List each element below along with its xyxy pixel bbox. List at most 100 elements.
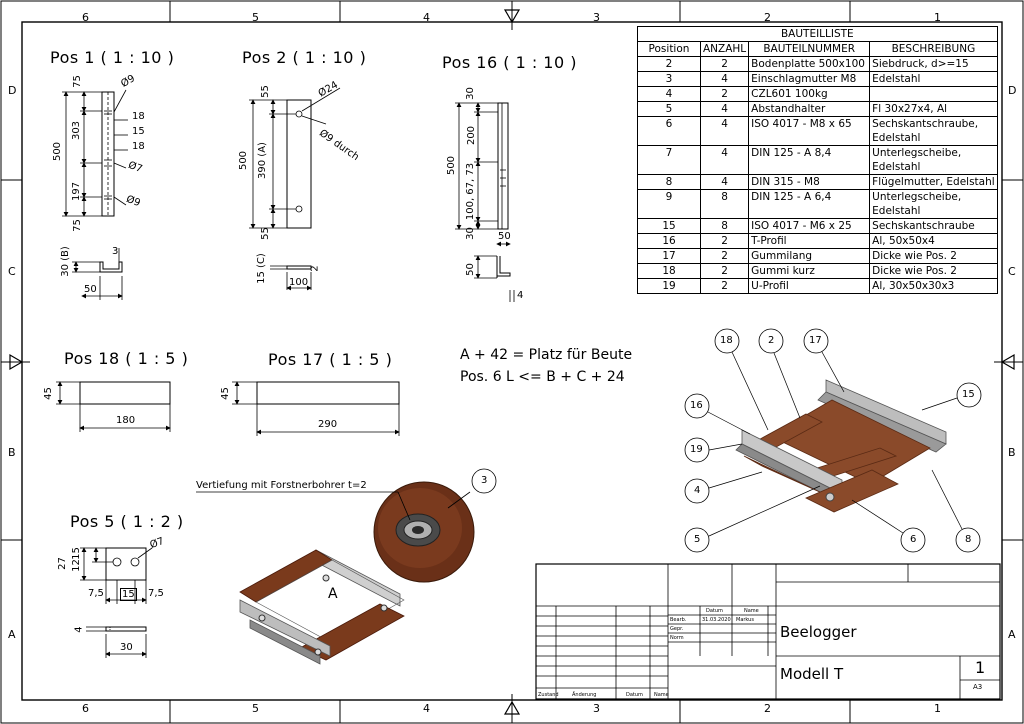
bom-cell-beschreibung: Fl 30x27x4, Al xyxy=(869,101,998,117)
bom-desc-line: Sechskantschraube, xyxy=(872,118,979,130)
balloon-4: 4 xyxy=(694,485,701,496)
bom-desc-line: Unterlegscheibe, xyxy=(872,147,962,159)
detail-3-view xyxy=(196,481,475,583)
bom-cell-anzahl: 8 xyxy=(699,189,750,219)
pos2-dim-100: 100 xyxy=(289,277,309,288)
zone-left-c: C xyxy=(8,265,16,278)
pos1-dim-75a: 75 xyxy=(71,75,83,88)
pos1-title: Pos 1 ( 1 : 10 ) xyxy=(50,48,175,67)
bom-table: BAUTEILLISTE Position ANZAHL BAUTEILNUMM… xyxy=(637,26,998,294)
pos5-dim-75a: 7,5 xyxy=(88,588,104,599)
bom-cell-beschreibung: Al, 30x50x30x3 xyxy=(869,278,998,294)
balloon-19: 19 xyxy=(690,444,703,455)
bom-cell-bauteilnummer: ISO 4017 - M6 x 25 xyxy=(748,218,871,234)
zone-bottom-1: 1 xyxy=(934,702,941,715)
bom-header-bauteilnummer: BAUTEILNUMMER xyxy=(748,41,871,57)
pos1-dim-50: 50 xyxy=(84,284,97,295)
pos17-dim-w: 290 xyxy=(318,419,338,430)
vertiefung-note: Vertiefung mit Forstnerbohrer t=2 xyxy=(196,480,367,491)
title-block-lines xyxy=(535,563,1001,700)
zone-right-a: A xyxy=(1008,628,1016,641)
zone-top-2: 2 xyxy=(764,11,771,24)
pos1-dim-75b: 75 xyxy=(71,219,83,232)
zone-right-b: B xyxy=(1008,446,1016,459)
pos18-dim-h: 45 xyxy=(42,387,54,400)
bom-cell-bauteilnummer: U-Profil xyxy=(748,278,871,294)
pos1-dim-197: 197 xyxy=(71,181,83,202)
tb-zustand-label: Zustand xyxy=(538,692,559,698)
pos5-view xyxy=(80,547,153,658)
pos2-view xyxy=(249,87,341,291)
balloon-15: 15 xyxy=(962,389,975,400)
tb-subtitle: Modell T xyxy=(780,665,844,683)
pos5-dim-75b: 7,5 xyxy=(148,588,164,599)
bom-header-beschreibung: BESCHREIBUNG xyxy=(869,41,998,57)
pos16-view xyxy=(455,102,515,302)
assembly-exploded-view xyxy=(735,379,947,513)
pos2-dim-55a: 55 xyxy=(259,85,271,98)
balloon-3: 3 xyxy=(481,475,488,486)
formula-platz: A + 42 = Platz für Beute xyxy=(460,347,633,363)
bom-cell-beschreibung: Unterlegscheibe,Edelstahl xyxy=(869,189,998,219)
balloon-17: 17 xyxy=(809,335,822,346)
bom-cell-beschreibung: Dicke wie Pos. 2 xyxy=(869,263,998,279)
balloon-8: 8 xyxy=(965,534,972,545)
bom-cell-bauteilnummer: ISO 4017 - M8 x 65 xyxy=(748,116,871,146)
bom-cell-beschreibung: Dicke wie Pos. 2 xyxy=(869,248,998,264)
bom-desc-line: Siebdruck, d>=15 xyxy=(872,58,969,70)
pos18-title: Pos 18 ( 1 : 5 ) xyxy=(64,349,189,368)
pos18-dim-w: 180 xyxy=(116,415,136,426)
bom-desc-line: Fl 30x27x4, Al xyxy=(872,103,948,115)
pos2-dim-15c: 15 (C) xyxy=(255,253,267,284)
pos1-dim-18b: 18 xyxy=(132,141,145,152)
bom-desc-line: Edelstahl xyxy=(872,161,921,173)
pos16-title: Pos 16 ( 1 : 10 ) xyxy=(442,53,577,72)
zone-bottom-3: 3 xyxy=(593,702,600,715)
zone-left-b: B xyxy=(8,446,16,459)
pos16-dim-67: 100, 67, 73 xyxy=(465,162,477,221)
pos1-dim-3: 3 xyxy=(112,246,119,257)
zone-bottom-2: 2 xyxy=(764,702,771,715)
tb-datum-label: Datum xyxy=(706,608,723,614)
pos17-title: Pos 17 ( 1 : 5 ) xyxy=(268,350,393,369)
pos16-dim-4: 4 xyxy=(517,290,524,301)
pos2-dim-55b: 55 xyxy=(259,227,271,240)
pos5-title: Pos 5 ( 1 : 2 ) xyxy=(70,512,184,531)
formula-pos6: Pos. 6 L <= B + C + 24 xyxy=(460,369,625,385)
pos16-dim-30b: 30 xyxy=(464,227,476,240)
balloon-18: 18 xyxy=(720,335,733,346)
pos16-dim-30a: 30 xyxy=(464,87,476,100)
zone-right-d: D xyxy=(1008,84,1017,97)
tb-datum2-label: Datum xyxy=(626,692,643,698)
zone-top-5: 5 xyxy=(252,11,259,24)
pos2-title: Pos 2 ( 1 : 10 ) xyxy=(242,48,367,67)
bom-cell-beschreibung: Edelstahl xyxy=(869,71,998,87)
tb-format: A3 xyxy=(973,683,983,691)
bom-cell-bauteilnummer: DIN 125 - A 6,4 xyxy=(748,189,871,219)
tb-norm-label: Norm xyxy=(670,635,684,641)
zone-top-4: 4 xyxy=(423,11,430,24)
bom-cell-anzahl: 2 xyxy=(699,278,750,294)
zone-bottom-4: 4 xyxy=(423,702,430,715)
pos1-dim-15: 15 xyxy=(132,126,145,137)
bom-desc-line: Flügelmutter, Edelstahl xyxy=(872,176,995,188)
tb-aenderung-label: Änderung xyxy=(572,692,597,698)
pos16-dim-total: 500 xyxy=(446,155,458,176)
pos1-dim-total: 500 xyxy=(52,141,64,162)
bom-cell-beschreibung: Unterlegscheibe, Edelstahl xyxy=(869,145,998,175)
pos1-dim-18a: 18 xyxy=(132,111,145,122)
pos17-dim-h: 45 xyxy=(219,387,231,400)
zone-bottom-6: 6 xyxy=(82,702,89,715)
assembly-iso-view xyxy=(239,549,405,665)
bom-desc-line: Al, 50x50x4 xyxy=(872,235,935,247)
bom-desc-line: Edelstahl xyxy=(872,205,921,217)
balloon-2: 2 xyxy=(768,335,775,346)
zone-right-c: C xyxy=(1008,265,1016,278)
pos5-dim-12: 12 xyxy=(70,559,82,572)
